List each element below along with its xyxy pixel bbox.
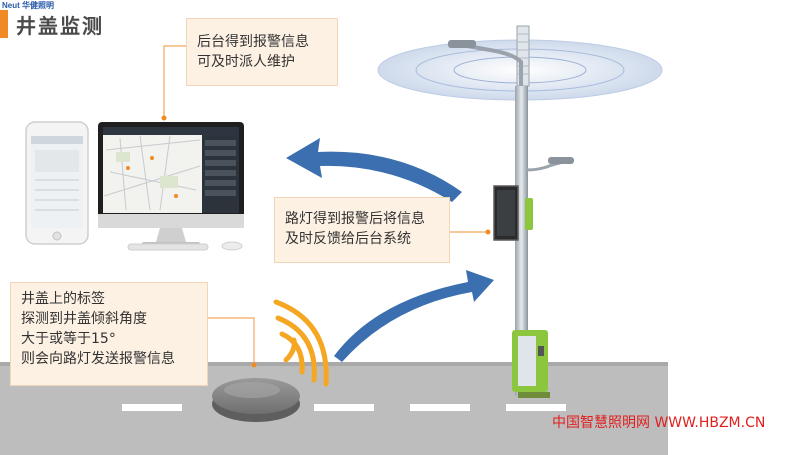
callout-connectors bbox=[163, 45, 488, 365]
title-accent-bar bbox=[0, 10, 8, 38]
upload-arrow-right bbox=[334, 270, 494, 362]
smart-light-pole bbox=[448, 25, 574, 398]
brand-logo: Neut 华健照明 bbox=[2, 1, 54, 10]
callout-line: 则会向路灯发送报警信息 bbox=[21, 351, 175, 367]
watermark-text: 中国智慧照明网 WWW.HBZM.CN bbox=[552, 415, 766, 431]
callout-line: 大于或等于15° bbox=[21, 331, 116, 347]
signal-waves-icon bbox=[273, 299, 329, 387]
page-title: 井盖监测 bbox=[16, 14, 104, 38]
callout-line: 路灯得到报警后将信息 bbox=[285, 211, 425, 227]
streetlight-callout: 路灯得到报警后将信息 及时反馈给后台系统 bbox=[274, 197, 450, 263]
callout-line: 探测到井盖倾斜角度 bbox=[21, 311, 147, 327]
desktop-monitor-icon bbox=[98, 122, 244, 251]
backend-alert-callout: 后台得到报警信息 可及时派人维护 bbox=[186, 18, 338, 86]
upload-arrow-left bbox=[286, 138, 462, 202]
callout-line: 可及时派人维护 bbox=[197, 54, 295, 70]
manhole-cover-icon bbox=[212, 378, 300, 422]
callout-line: 后台得到报警信息 bbox=[197, 34, 309, 50]
sensor-tag-callout: 井盖上的标签 探测到井盖倾斜角度 大于或等于15° 则会向路灯发送报警信息 bbox=[10, 282, 208, 386]
callout-line: 井盖上的标签 bbox=[21, 291, 105, 307]
callout-line: 及时反馈给后台系统 bbox=[285, 231, 411, 247]
smartphone-icon bbox=[25, 121, 89, 245]
